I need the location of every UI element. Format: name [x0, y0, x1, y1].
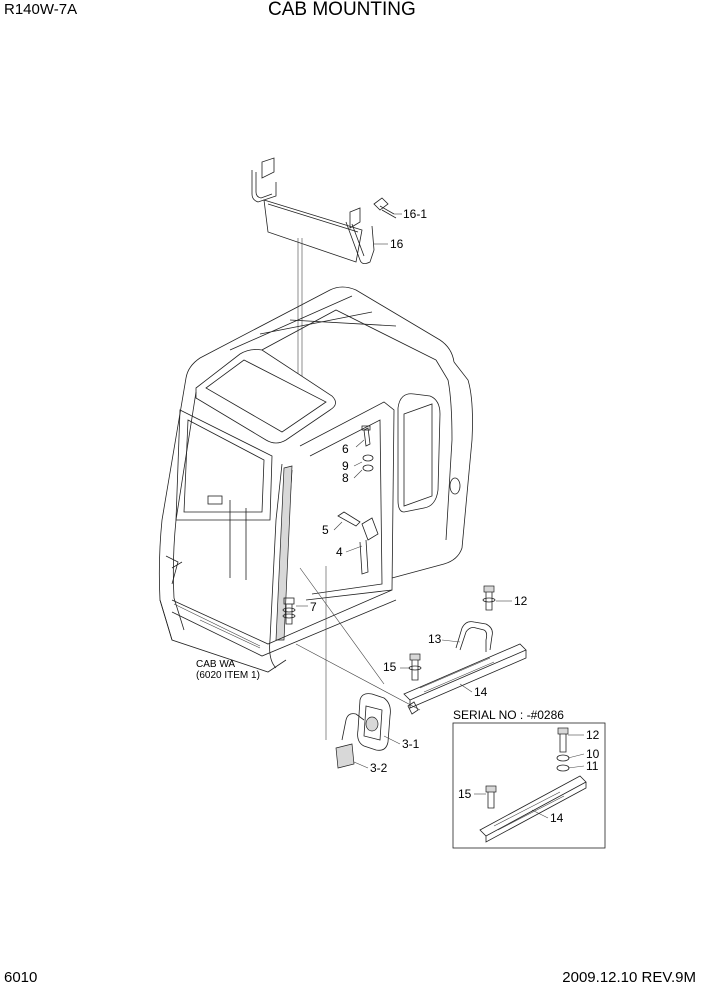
callout-13: 13 [428, 632, 442, 646]
callout-12: 12 [514, 594, 528, 608]
bolt-7 [282, 597, 296, 625]
callout-9: 9 [342, 459, 349, 473]
callout-4: 4 [336, 545, 343, 559]
callout-8: 8 [342, 471, 349, 485]
callout-11: 11 [586, 759, 599, 773]
serial-inset [452, 722, 606, 849]
callout-14-inset: 14 [550, 811, 564, 825]
callout-5: 5 [322, 523, 329, 537]
callout-12-inset: 12 [586, 728, 600, 742]
leader-lines [296, 213, 585, 819]
cab-reference-line1: CAB WA [196, 659, 235, 670]
callout-16: 16 [390, 237, 404, 251]
callout-6: 6 [342, 442, 349, 456]
callout-15-inset: 15 [458, 787, 472, 801]
page-title: CAB MOUNTING [268, 0, 416, 20]
callout-10: 10 [586, 747, 600, 761]
step-assembly-main [403, 585, 527, 709]
callout-14: 14 [474, 685, 488, 699]
callout-3-1: 3-1 [402, 737, 420, 751]
page-number: 6010 [4, 969, 38, 986]
serial-number-note: SERIAL NO : -#0286 [453, 708, 564, 722]
callout-3-2: 3-2 [370, 761, 388, 775]
callout-15: 15 [383, 660, 397, 674]
cab-body [158, 286, 473, 740]
callout-7: 7 [310, 600, 317, 614]
cab-reference-line2: (6020 ITEM 1) [196, 670, 260, 681]
interior-hardware [337, 425, 379, 575]
callout-16-1: 16-1 [403, 207, 427, 221]
revision-date: 2009.12.10 REV.9M [562, 969, 696, 986]
model-code: R140W-7A [4, 1, 78, 18]
mirror-assembly [335, 693, 419, 769]
